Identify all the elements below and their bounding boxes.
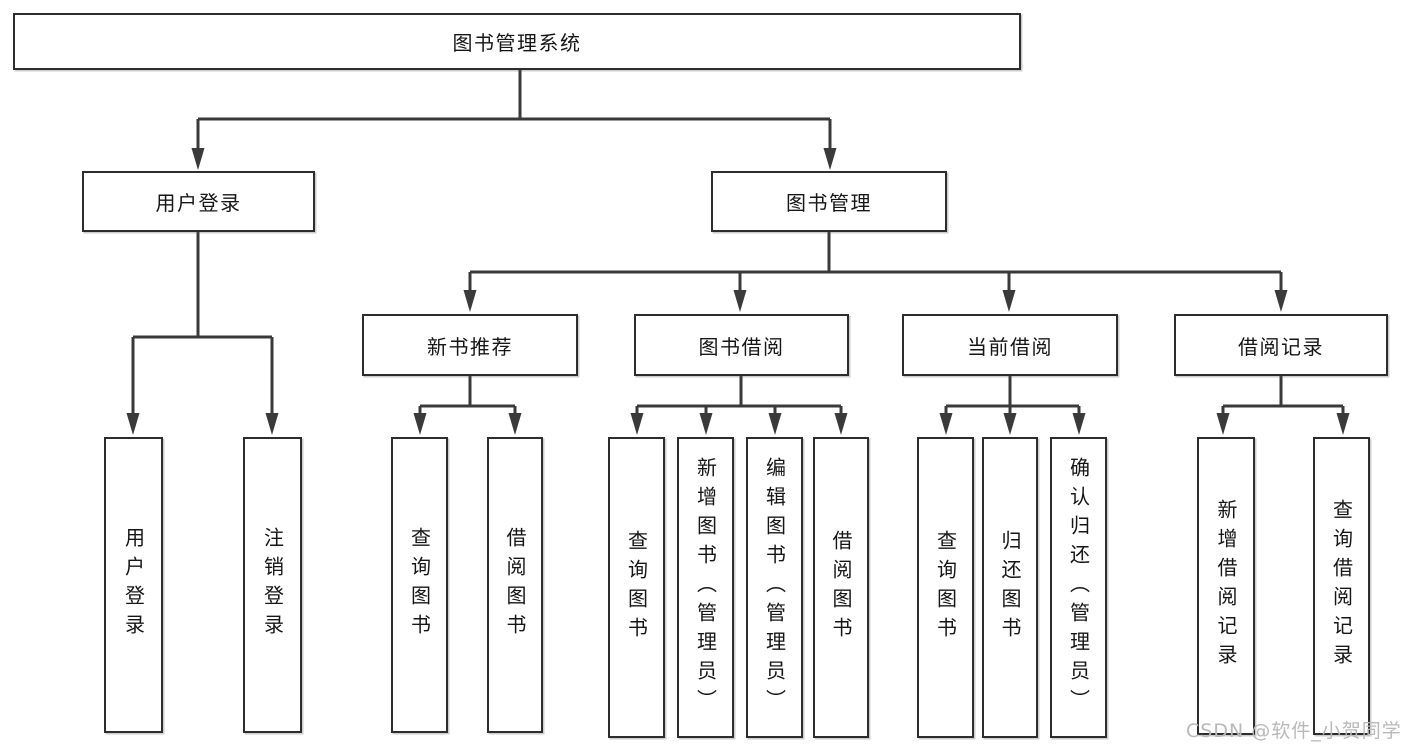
leaf-user-login: 用户登录 [104,437,163,733]
node-book-management: 图书管理 [711,171,947,232]
leaf-cb-confirm-return-admin: 确认归还（管理员） [1050,437,1107,738]
leaf-bb-borrow-books: 借阅图书 [813,437,869,738]
leaf-bb-add-books-admin: 新增图书（管理员） [677,437,734,738]
node-new-book-recommend: 新书推荐 [362,314,578,376]
node-current-borrowing: 当前借阅 [902,314,1118,376]
node-user-login: 用户登录 [82,171,315,232]
leaf-br-query-borrow-record: 查询借阅记录 [1313,437,1370,735]
node-book-borrowing: 图书借阅 [634,314,849,376]
leaf-bb-query-books: 查询图书 [608,437,665,738]
node-library-system: 图书管理系统 [13,13,1021,70]
watermark: CSDN @软件_小贺同学 [1186,720,1402,742]
leaf-cb-return-books: 归还图书 [982,437,1038,738]
leaf-nb-borrow-books: 借阅图书 [487,437,543,733]
leaf-nb-query-books: 查询图书 [391,437,448,733]
node-borrowing-records: 借阅记录 [1174,314,1388,376]
leaf-bb-edit-books-admin: 编辑图书（管理员） [746,437,803,738]
leaf-logout: 注销登录 [243,437,302,733]
leaf-br-add-borrow-record: 新增借阅记录 [1197,437,1255,735]
leaf-cb-query-books: 查询图书 [917,437,974,738]
